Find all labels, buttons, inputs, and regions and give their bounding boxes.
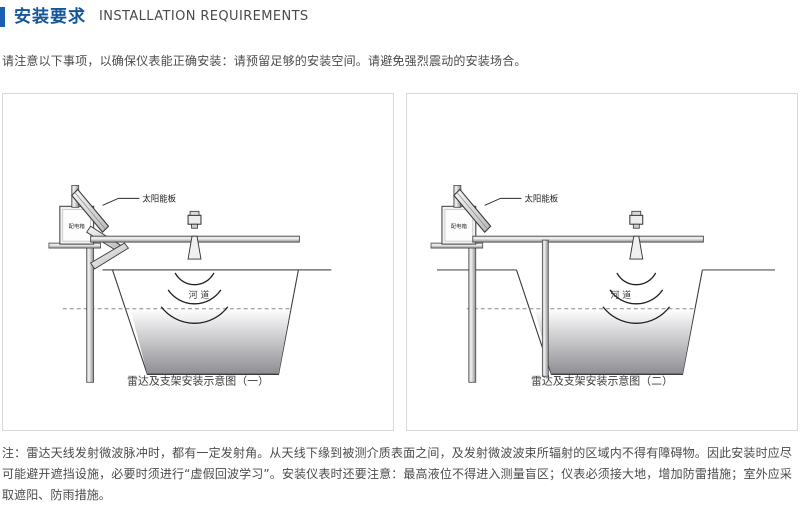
intro-text: 请注意以下事项，以确保仪表能正确安装：请预留足够的安装空间。请避免强烈震动的安装… [2,54,527,68]
solar-panel-leader-line [484,197,522,206]
sensor-cap [631,210,642,216]
diagonal-brace-lower [90,242,130,270]
horn-antenna [187,235,202,260]
horn-antenna [629,235,644,260]
microwave-beam [160,272,229,324]
page-header: 安装要求 INSTALLATION REQUIREMENTS [0,4,309,30]
page-title-en: INSTALLATION REQUIREMENTS [99,9,309,24]
diagram-caption-1: 雷达及支架安装示意图（一） [127,373,269,387]
installation-diagram-1: 河 道 配电箱 太阳能板 [48,185,332,387]
diagram-panel-2: 河 道 配电箱 太阳能板 [406,93,798,431]
radar-level-sensor [187,210,202,260]
water-body [534,308,695,375]
distribution-box-label: 配电箱 [69,222,86,230]
microwave-beam [602,272,671,324]
page-title-cn: 安装要求 [14,7,86,27]
diagram-panels: 河 道 配电箱 太阳能板 [2,93,798,433]
sensor-housing [187,214,202,225]
water-body [130,308,291,375]
sensor-neck [191,223,198,229]
secondary-support-post [541,239,549,377]
cantilever-arm [472,235,704,243]
sensor-neck [632,223,640,229]
footnote: 注：雷达天线发射微波脉冲时，都有一定发射角。从天线下缘到被测介质表面之间，及发射… [2,443,792,506]
radar-level-sensor [629,210,644,260]
channel-label: 河 道 [189,289,210,301]
sensor-housing [629,214,644,225]
distribution-box-label: 配电箱 [451,222,468,230]
solar-panel-leader-line [102,197,140,206]
distribution-box-inner [62,209,91,242]
diagram-panel-1: 河 道 配电箱 太阳能板 [2,93,394,431]
distribution-box-inner [444,209,474,242]
solar-panel [71,188,110,233]
header-accent-bar [0,7,5,27]
diagram-caption-2: 雷达及支架安装示意图（二） [531,373,673,387]
sensor-cap [189,210,200,216]
solar-panel-label: 太阳能板 [142,193,176,203]
channel-label: 河 道 [611,289,632,301]
footnote-text: 雷达天线发射微波脉冲时，都有一定发射角。从天线下缘到被测介质表面之间，及发射微波… [2,446,792,502]
installation-diagram-2: 河 道 配电箱 太阳能板 [430,185,775,387]
solar-panel [453,188,492,233]
footnote-prefix: 注： [2,446,27,460]
solar-panel-label: 太阳能板 [524,193,558,203]
